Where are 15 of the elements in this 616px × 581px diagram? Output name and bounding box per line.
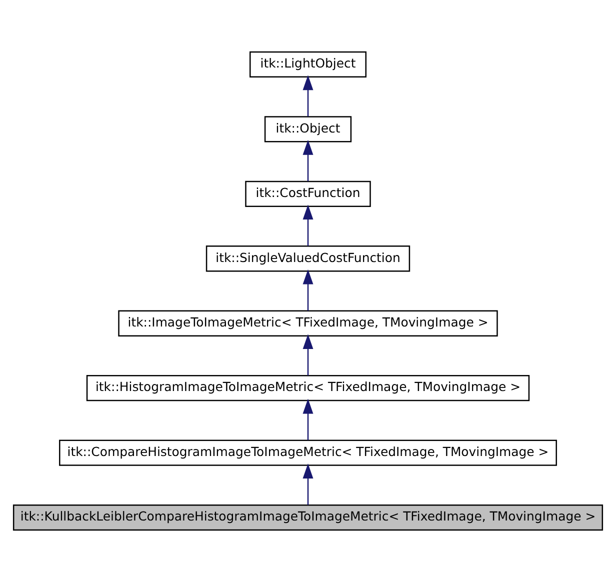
arrow — [302, 139, 314, 181]
arrow — [302, 463, 314, 504]
node-box: itk::CompareHistogramImageToImageMetric< TFixedImage, TMovingImage > — [59, 439, 557, 466]
node-box: itk::Object — [264, 116, 352, 142]
node-box: itk::SingleValuedCostFunction — [206, 245, 410, 272]
node-box: itk::LightObject — [249, 50, 367, 77]
arrow — [302, 204, 314, 246]
node-box: itk::HistogramImageToImageMetric< TFixedImage, TMovingImage > — [86, 374, 530, 401]
node-box: itk::KullbackLeiblerCompareHistogramImageToImageMetric< TFixedImage, TMovingImage > — [12, 504, 604, 530]
arrow — [302, 268, 314, 310]
arrow — [302, 334, 314, 375]
arrow — [302, 74, 314, 116]
arrow — [302, 398, 314, 440]
node-box: itk::ImageToImageMetric< TFixedImage, TMovingImage > — [118, 310, 498, 336]
node-box: itk::CostFunction — [245, 180, 371, 206]
